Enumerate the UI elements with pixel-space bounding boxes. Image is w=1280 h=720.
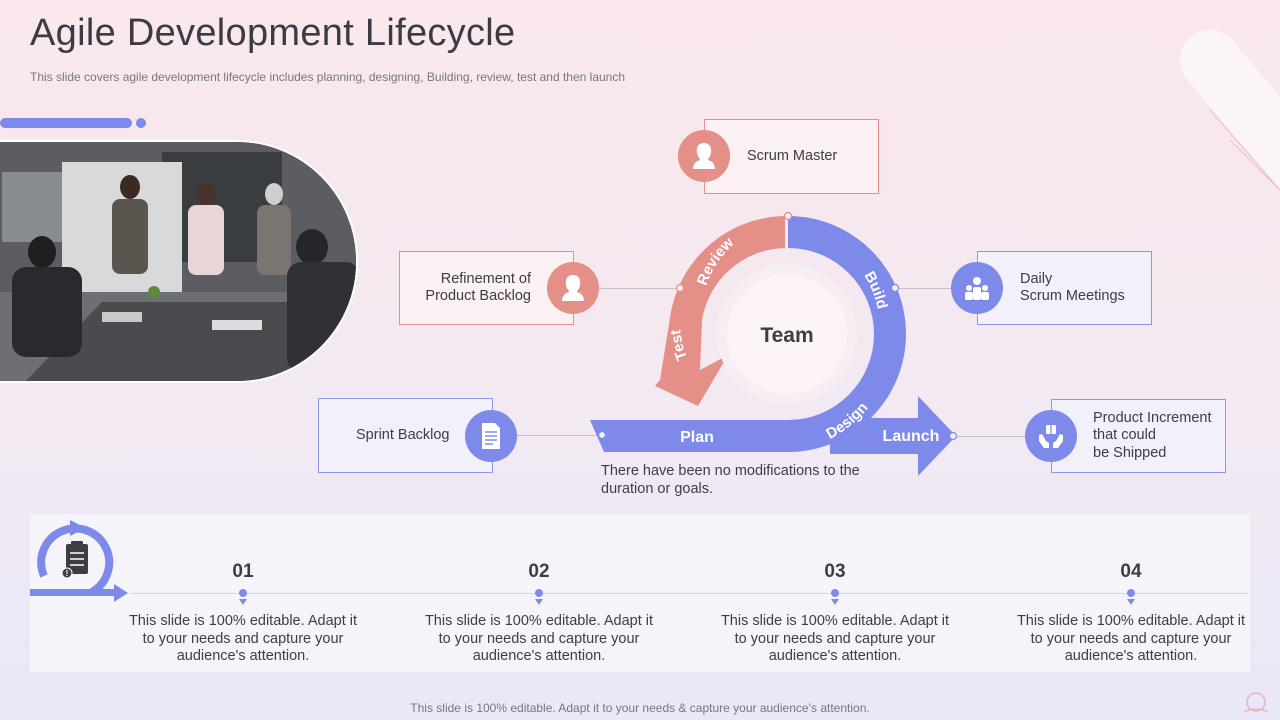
- decor-pill: [0, 118, 132, 128]
- agile-cycle-diagram: Review Build Design Test Plan Launch Tea…: [590, 211, 958, 476]
- cycle-pink-arc: [655, 216, 785, 406]
- connector-refinement: [598, 288, 680, 289]
- step-pin-4: [1127, 599, 1135, 605]
- increment-icon: [1025, 410, 1077, 462]
- connector-sprint-backlog: [516, 435, 602, 436]
- sprint-backlog-box: Sprint Backlog: [318, 398, 493, 473]
- daily-scrum-icon: [951, 262, 1003, 314]
- step-dot-3: [831, 589, 839, 597]
- svg-text:!: !: [66, 569, 69, 578]
- step-number-2: 02: [528, 561, 550, 582]
- decor-top-right: [1180, 0, 1280, 200]
- stage-label-launch: Launch: [883, 428, 940, 445]
- decor-dot: [136, 118, 146, 128]
- page-title: Agile Development Lifecycle: [30, 12, 516, 54]
- refinement-box: Refinement of Product Backlog: [399, 251, 574, 325]
- scrum-master-label: Scrum Master: [747, 147, 838, 164]
- refinement-label: Refinement of Product Backlog: [425, 270, 531, 305]
- increment-box: Product Increment that could be Shipped: [1051, 399, 1226, 473]
- refinement-icon: [547, 262, 599, 314]
- connector-daily-scrum: [896, 288, 952, 289]
- step-dot-2: [535, 589, 543, 597]
- team-circle: [727, 274, 847, 394]
- step-dot-1: [239, 589, 247, 597]
- cycle-blue-arc: [590, 216, 906, 452]
- connector-increment: [954, 436, 1026, 437]
- step-dot-4: [1127, 589, 1135, 597]
- step-text-1: This slide is 100% editable. Adapt it to…: [128, 613, 358, 664]
- dot-right: [890, 283, 900, 293]
- step-number-4: 04: [1120, 561, 1142, 582]
- step-pin-3: [831, 599, 839, 605]
- dot-left: [675, 283, 685, 293]
- sprint-backlog-icon: [465, 410, 517, 462]
- scrum-master-icon: [678, 130, 730, 182]
- dot-launch: [948, 431, 958, 441]
- team-meeting-photo: [0, 140, 358, 383]
- step-pin-1: [239, 599, 247, 605]
- step-text-3: This slide is 100% editable. Adapt it to…: [720, 613, 950, 664]
- step-pin-2: [535, 599, 543, 605]
- step-text-2: This slide is 100% editable. Adapt it to…: [424, 613, 654, 664]
- stage-label-plan: Plan: [680, 429, 714, 446]
- scrum-master-box: Scrum Master: [704, 119, 879, 194]
- increment-label: Product Increment that could be Shipped: [1093, 409, 1212, 461]
- dot-plan: [597, 430, 607, 440]
- step-number-1: 01: [232, 561, 254, 582]
- step-number-3: 03: [824, 561, 846, 582]
- diagram-note: There have been no modifications to the …: [601, 463, 860, 497]
- daily-scrum-box: Daily Scrum Meetings: [977, 251, 1152, 325]
- decor-stripes: [1180, 30, 1280, 200]
- step-text-4: This slide is 100% editable. Adapt it to…: [1016, 613, 1246, 664]
- daily-scrum-label: Daily Scrum Meetings: [1020, 270, 1125, 305]
- dot-top: [783, 211, 793, 221]
- corner-logo-icon: [1243, 692, 1269, 713]
- page-subtitle: This slide covers agile development life…: [30, 70, 626, 84]
- clipboard-cycle-icon: !: [30, 520, 128, 602]
- team-label: Team: [760, 324, 813, 347]
- page-footer: This slide is 100% editable. Adapt it to…: [410, 701, 870, 715]
- sprint-backlog-label: Sprint Backlog: [356, 426, 450, 443]
- launch-arrow: [830, 396, 956, 476]
- timeline-line: [130, 593, 1248, 594]
